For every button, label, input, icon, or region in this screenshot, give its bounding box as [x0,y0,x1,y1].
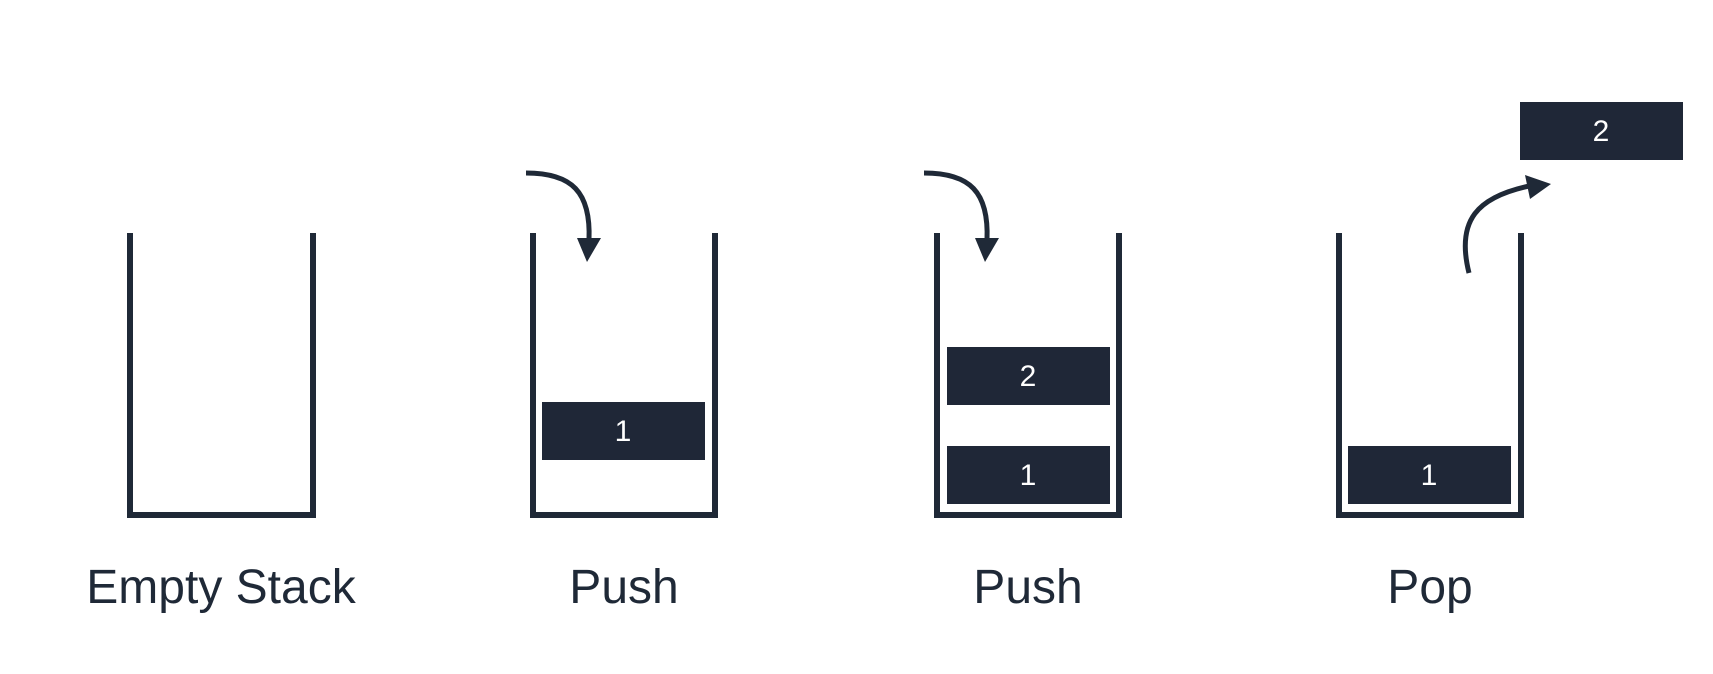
caption-push-2: Push [973,561,1082,614]
stage-empty-stack: Empty Stack [86,233,357,614]
svg-text:1: 1 [1020,459,1037,492]
stage-push-1: 1 Push [525,170,718,614]
stack-block-2: 2 [947,347,1110,405]
stack-container-push-2 [934,233,1122,518]
popped-block-2: 2 [1520,102,1683,160]
stage-pop: 1 2 Pop [1336,102,1683,614]
pop-arrow [1462,182,1535,274]
stack-container-pop [1336,233,1524,518]
pop-arrow-head [1525,175,1551,199]
caption-push-1: Push [569,561,678,614]
stack-block-1: 1 [1348,446,1511,504]
push-arrow-2 [923,170,990,241]
push-arrow-1 [525,170,592,241]
stack-block-1: 1 [542,402,705,460]
stack-container-push-1 [530,233,718,518]
push-arrow-head-1 [577,238,601,262]
svg-text:1: 1 [615,415,632,448]
svg-text:2: 2 [1593,115,1610,148]
svg-text:1: 1 [1421,459,1438,492]
caption-pop: Pop [1387,561,1472,614]
svg-text:2: 2 [1020,360,1037,393]
stack-block-1: 1 [947,446,1110,504]
caption-empty-stack: Empty Stack [86,561,356,614]
stage-push-2: 2 1 Push [923,170,1122,614]
stack-container-empty [127,233,316,518]
push-arrow-head-2 [975,238,999,262]
